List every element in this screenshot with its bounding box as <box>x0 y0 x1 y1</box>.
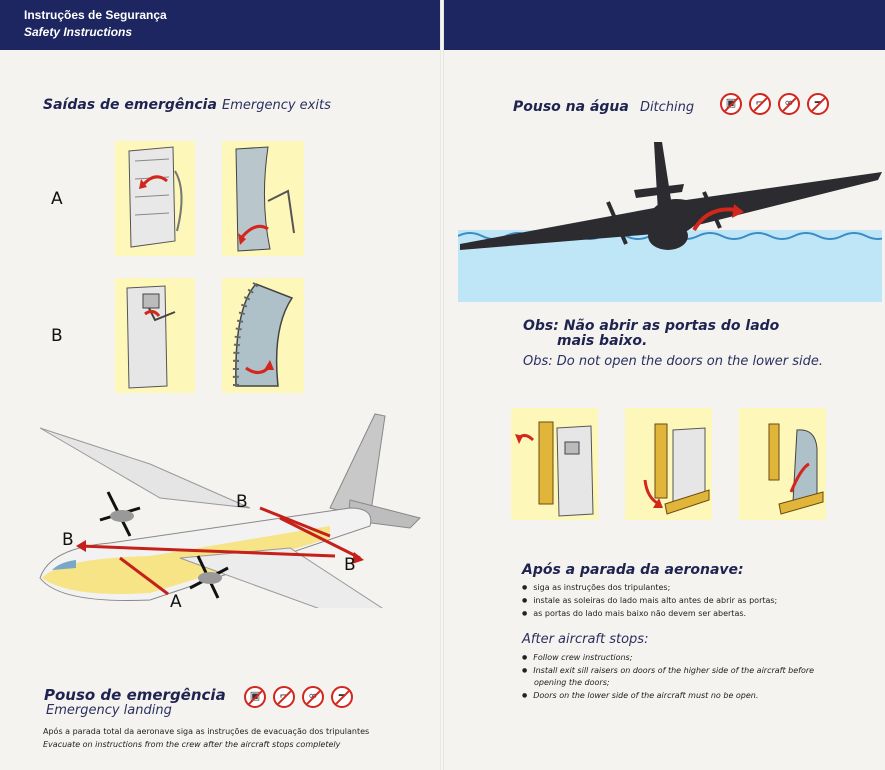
glasses-no-icon: ∞ <box>302 686 324 708</box>
ditching-obs-pt-line2: mais baixo. <box>557 333 648 349</box>
luggage-no-icon: ▣ <box>244 686 266 708</box>
row-label-a: A <box>51 189 63 209</box>
exit-b-step1-illustration <box>115 278 195 393</box>
diagram-label-b-right: B <box>344 555 356 575</box>
ditching-high-heels-no-icon: ⌐ <box>749 93 771 115</box>
sill-raiser-step1-illustration <box>511 408 598 520</box>
after-stop-item-pt-1: siga as instruções dos tripulantes; <box>522 583 670 592</box>
after-stop-item-pt-3: as portas do lado mais baixo não devem s… <box>522 609 746 618</box>
high-heels-no-icon: ⌐ <box>273 686 295 708</box>
ditching-no-smoking-icon: ━ <box>807 93 829 115</box>
sill-raiser-step2-illustration <box>625 408 712 520</box>
ditching-illustration <box>458 142 882 302</box>
ditching-heading: Pouso na água Ditching <box>513 96 694 115</box>
page-fold <box>440 0 444 770</box>
exits-title-en: Emergency exits <box>222 98 331 113</box>
no-smoking-icon: ━ <box>331 686 353 708</box>
after-stop-item-pt-2: instale as soleiras do lado mais alto an… <box>522 596 777 605</box>
after-stop-item-en-2-cont: opening the doors; <box>534 678 610 687</box>
diagram-label-b-left: B <box>62 530 74 550</box>
diagram-label-b-top: B <box>236 492 248 512</box>
landing-title-en: Emergency landing <box>46 703 172 718</box>
exit-b-step2-illustration <box>222 278 304 393</box>
after-stop-title-pt: Após a parada da aeronave: <box>522 562 744 578</box>
ditching-obs-en: Obs: Do not open the doors on the lower … <box>523 354 823 369</box>
exit-a-step2-illustration <box>222 141 304 256</box>
ditching-luggage-no-icon: ▣ <box>720 93 742 115</box>
exits-title-pt: Saídas de emergência <box>43 97 217 113</box>
exits-heading: Saídas de emergência Emergency exits <box>43 94 331 113</box>
after-stop-item-en-2: Install exit sill raisers on doors of th… <box>522 666 814 675</box>
after-stop-title-en: After aircraft stops: <box>522 632 649 647</box>
after-stop-item-en-3: Doors on the lower side of the aircraft … <box>522 691 758 700</box>
landing-title-pt: Pouso de emergência <box>44 686 226 704</box>
ditching-glasses-no-icon: ∞ <box>778 93 800 115</box>
row-label-b: B <box>51 326 63 346</box>
ditching-title-pt: Pouso na água <box>513 99 629 115</box>
landing-note-pt: Após a parada total da aeronave siga as … <box>43 727 370 736</box>
header-title-pt: Instruções de Segurança <box>24 8 167 22</box>
diagram-label-a: A <box>170 592 182 612</box>
landing-note-en: Evacuate on instructions from the crew a… <box>43 740 341 749</box>
exit-a-step1-illustration <box>115 141 195 256</box>
ditching-obs-pt-line1: Obs: Não abrir as portas do lado <box>523 318 780 334</box>
aircraft-exits-diagram <box>39 413 421 608</box>
after-stop-item-en-1: Follow crew instructions; <box>522 653 632 662</box>
sill-raiser-step3-illustration <box>739 408 826 520</box>
header-title-en: Safety Instructions <box>24 25 133 39</box>
ditching-title-en: Ditching <box>639 100 695 115</box>
